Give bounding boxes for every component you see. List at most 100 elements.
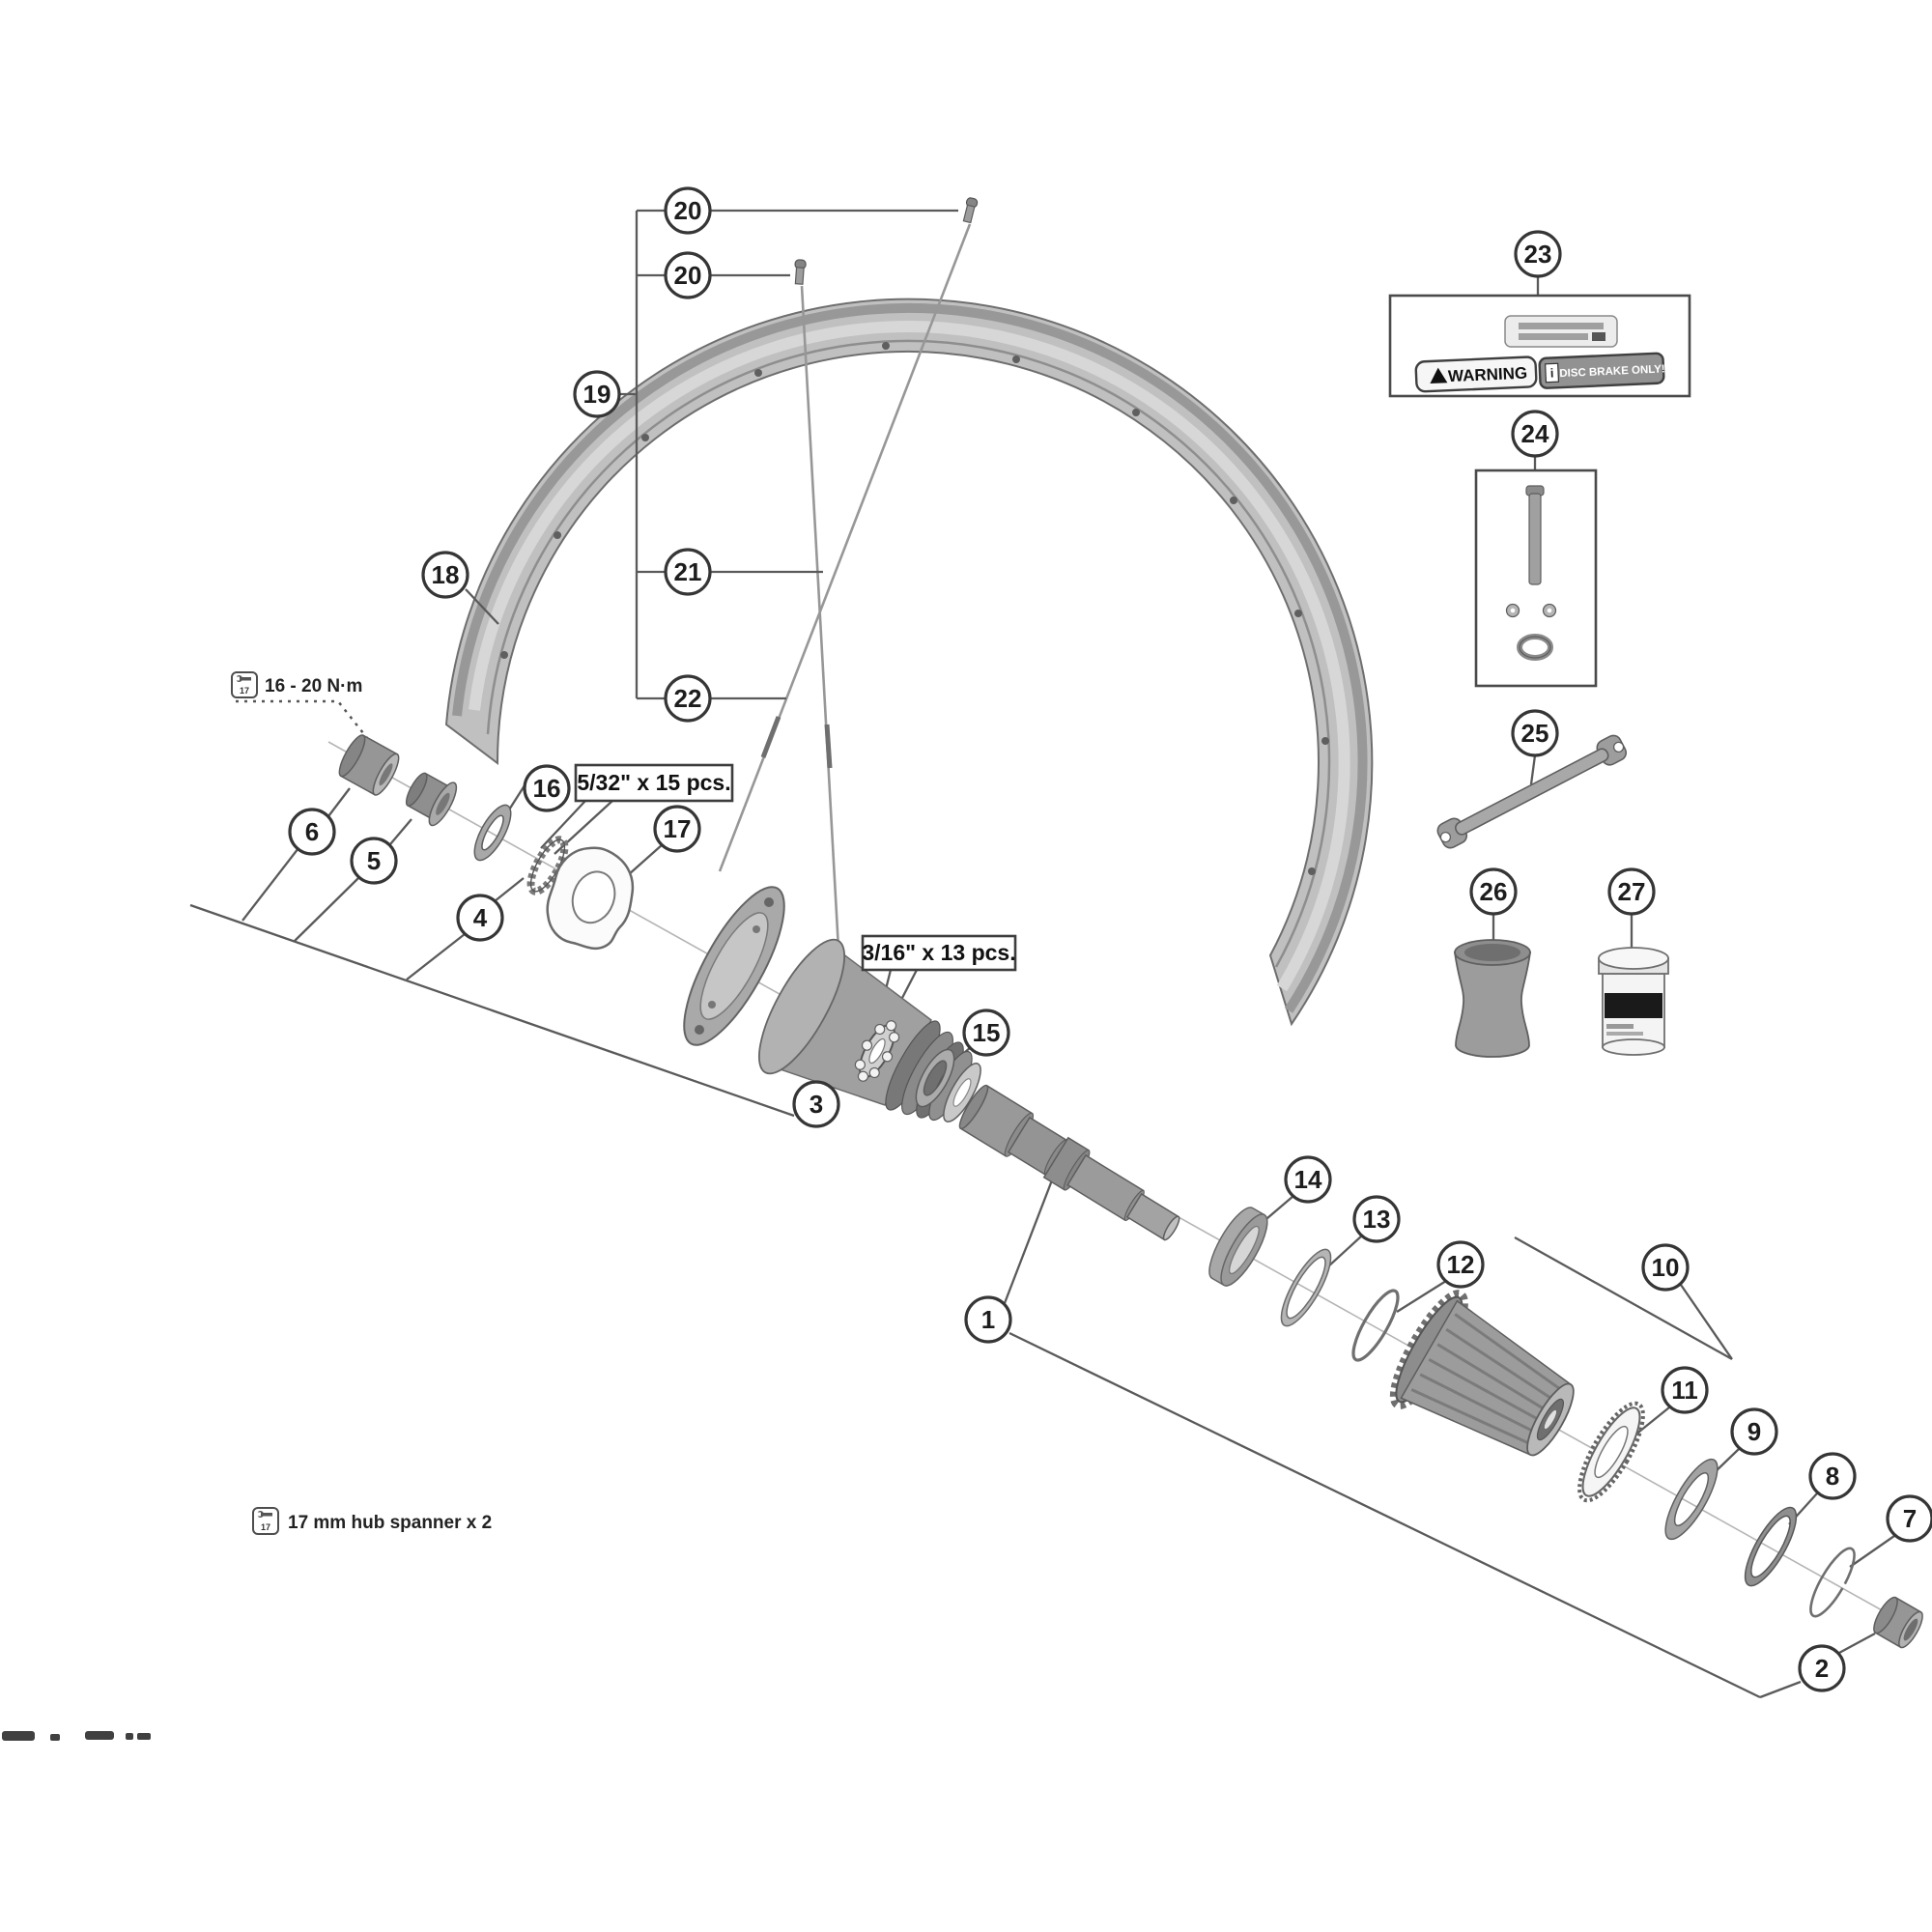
ball-spec-rear-label: 3/16" x 13 pcs. <box>861 934 1017 972</box>
svg-text:3: 3 <box>810 1090 823 1119</box>
svg-text:20: 20 <box>674 261 702 290</box>
part-seal-right <box>915 1048 955 1108</box>
rim-band <box>444 298 1374 1027</box>
part-ring-12 <box>1351 1289 1400 1362</box>
cut-off-text-fragment <box>2 1731 151 1741</box>
svg-text:8: 8 <box>1826 1462 1839 1491</box>
torque-note: 17 16 - 20 N·m <box>231 671 362 698</box>
tool-bearing-cup <box>1453 939 1532 1058</box>
callout-5: 5 <box>350 837 398 885</box>
rim-inner-lip <box>486 339 1331 968</box>
svg-text:26: 26 <box>1480 877 1508 906</box>
svg-text:22: 22 <box>674 684 702 713</box>
svg-text:23: 23 <box>1524 240 1552 269</box>
valve-extender-rod <box>1528 493 1542 585</box>
callout-1: 1 <box>964 1295 1012 1344</box>
leader-lines <box>189 209 1895 1699</box>
svg-text:15: 15 <box>973 1018 1001 1047</box>
part-cone <box>405 772 458 827</box>
tool-spoke-wrench <box>1436 734 1628 849</box>
disc-brake-only-text: DISC BRAKE ONLY! <box>1559 363 1665 380</box>
info-icon <box>1545 362 1560 384</box>
svg-text:17: 17 <box>664 814 692 843</box>
callout-14: 14 <box>1284 1155 1332 1204</box>
valve-kit-box <box>1474 469 1598 688</box>
callout-2: 2 <box>1798 1644 1846 1692</box>
svg-text:1: 1 <box>981 1305 995 1334</box>
part-freehub-body <box>1389 1290 1575 1457</box>
part-hub-shell <box>683 886 981 1122</box>
svg-text:14: 14 <box>1294 1165 1322 1194</box>
callout-27: 27 <box>1607 867 1656 916</box>
grease-jar-label <box>1605 993 1662 1018</box>
callout-20: 20 <box>664 251 712 299</box>
part-spacer-ring-14 <box>1208 1207 1268 1287</box>
rim-spoke-holes <box>500 342 1329 875</box>
callout-4: 4 <box>456 894 504 942</box>
svg-text:4: 4 <box>473 903 488 932</box>
svg-text:27: 27 <box>1618 877 1646 906</box>
callout-19: 19 <box>573 370 621 418</box>
callout-9: 9 <box>1730 1407 1778 1456</box>
callout-7: 7 <box>1886 1494 1932 1543</box>
rim-arc <box>444 298 1374 1027</box>
callout-13: 13 <box>1352 1195 1401 1243</box>
callout-22: 22 <box>664 674 712 723</box>
svg-text:7: 7 <box>1903 1504 1917 1533</box>
warning-label-box: WARNING i DISC BRAKE ONLY! <box>1388 294 1691 398</box>
grease-jar <box>1598 947 1669 1056</box>
ball-spec-front-text: 5/32" x 15 pcs. <box>577 770 730 795</box>
nipple-2 <box>794 259 807 285</box>
svg-text:6: 6 <box>305 817 319 846</box>
callout-16: 16 <box>523 764 571 812</box>
warning-strip: WARNING i DISC BRAKE ONLY! <box>1414 352 1665 393</box>
svg-text:24: 24 <box>1521 419 1549 448</box>
part-axle <box>958 1084 1180 1241</box>
nipple-1 <box>962 197 979 224</box>
callout-8: 8 <box>1808 1452 1857 1500</box>
callout-6: 6 <box>288 808 336 856</box>
ball-spec-front-label: 5/32" x 15 pcs. <box>574 763 734 803</box>
info-icon-letter: i <box>1549 365 1553 380</box>
footer-note-text: 17 mm hub spanner x 2 <box>288 1513 492 1533</box>
callout-20: 20 <box>664 186 712 235</box>
callout-21: 21 <box>664 548 712 596</box>
callout-23: 23 <box>1514 230 1562 278</box>
callout-18: 18 <box>421 551 469 599</box>
torque-value-text: 16 - 20 N·m <box>265 676 362 696</box>
rim-outer-shade <box>452 302 1368 1013</box>
part-end-cap-2 <box>1873 1596 1923 1649</box>
svg-text:19: 19 <box>583 380 611 409</box>
torque-dashed-leader <box>236 699 368 739</box>
warning-triangle-icon <box>1430 367 1448 384</box>
callout-17: 17 <box>653 805 701 853</box>
footer-wrench-size: 17 <box>261 1522 270 1532</box>
spoke-thread-2 <box>760 716 781 758</box>
callout-26: 26 <box>1469 867 1518 916</box>
spoke-line-2 <box>718 223 972 872</box>
part-ring-8 <box>1744 1506 1798 1587</box>
callout-10: 10 <box>1641 1243 1690 1292</box>
callout-25: 25 <box>1511 709 1559 757</box>
svg-text:5: 5 <box>367 846 381 875</box>
svg-text:16: 16 <box>533 774 561 803</box>
part-lock-plate <box>546 846 635 951</box>
callout-12: 12 <box>1436 1240 1485 1289</box>
ball-spec-rear-text: 3/16" x 13 pcs. <box>862 940 1015 965</box>
part-locknut <box>338 734 400 796</box>
part-ball-retainer-rear <box>854 1020 900 1082</box>
svg-text:9: 9 <box>1747 1417 1761 1446</box>
svg-text:21: 21 <box>674 557 702 586</box>
callout-11: 11 <box>1661 1366 1709 1414</box>
footer-tool-note: 17 17 mm hub spanner x 2 <box>252 1507 492 1535</box>
part-seal-left <box>473 804 512 862</box>
torque-wrench-size: 17 <box>240 686 249 696</box>
callout-15: 15 <box>962 1009 1010 1057</box>
svg-text:18: 18 <box>432 560 460 589</box>
part-serrated-ring-11 <box>1577 1401 1645 1503</box>
warning-text: WARNING <box>1448 364 1528 386</box>
callouts-layer: 1234567891011121314151617181920202122232… <box>288 186 1932 1692</box>
svg-text:2: 2 <box>1815 1654 1829 1683</box>
